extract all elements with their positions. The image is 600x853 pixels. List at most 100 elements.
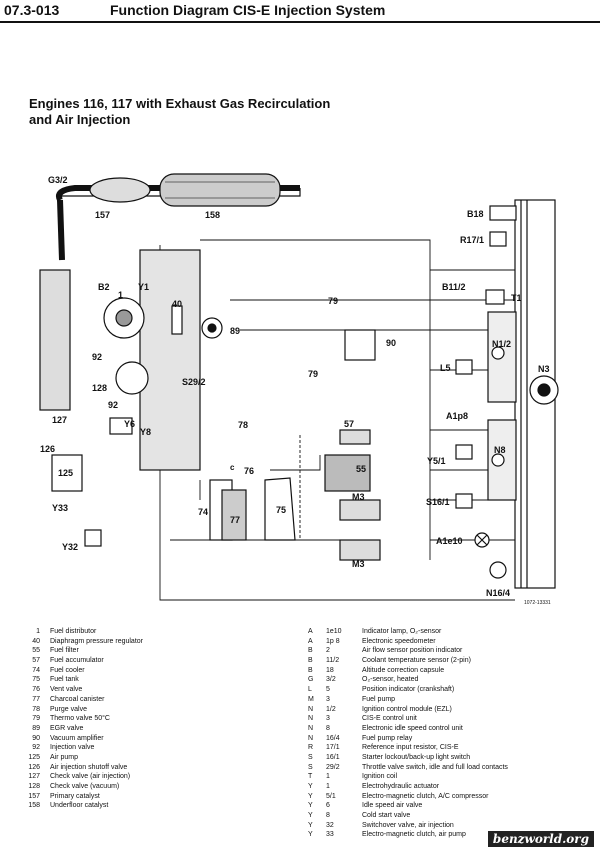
legend-description: Underfloor catalyst <box>50 802 109 810</box>
legend-description: Check valve (air injection) <box>50 773 131 781</box>
legend-number: 78 <box>32 705 40 713</box>
legend-description: Coolant temperature sensor (2-pin) <box>362 657 471 665</box>
legend-letter: S <box>308 763 313 771</box>
legend-description: Electronic idle speed control unit <box>362 724 463 732</box>
label-c: c <box>230 463 235 472</box>
legend-description: Ignition control module (EZL) <box>362 705 452 713</box>
legend-letter: B <box>308 657 313 665</box>
label-g3-2: G3/2 <box>48 175 68 185</box>
label-a1e10: A1e10 <box>436 536 463 546</box>
legend-row: 78 Purge valve <box>4 705 143 715</box>
legend-number: 75 <box>32 676 40 684</box>
legend-letter: B <box>308 647 313 655</box>
legend-number: 158 <box>28 802 40 810</box>
label-m3b: M3 <box>352 559 365 569</box>
legend-number: 57 <box>32 657 40 665</box>
label-74: 74 <box>198 507 208 517</box>
legend-description: Idle speed air valve <box>362 802 423 810</box>
subtitle-line-1: Engines 116, 117 with Exhaust Gas Recirc… <box>29 96 331 111</box>
label-127: 127 <box>52 415 67 425</box>
label-b11-2: B11/2 <box>442 282 466 292</box>
legend-row: 57 Fuel accumulator <box>4 656 143 666</box>
legend-description: Switchover valve, air injection <box>362 821 454 829</box>
legend-letter: S <box>308 753 313 761</box>
legend-letter: N <box>308 715 314 723</box>
legend-code: 8 <box>326 812 330 820</box>
label-55: 55 <box>356 464 366 474</box>
legend-code: 11/2 <box>326 657 340 665</box>
label-158: 158 <box>205 210 220 220</box>
legend-code: 17/1 <box>326 744 340 752</box>
legend-description: Altitude correction capsule <box>362 666 445 674</box>
legend-description: Throttle valve switch, idle and full loa… <box>362 763 508 771</box>
legend-code: 33 <box>326 831 334 839</box>
legend-description: Purge valve <box>50 705 87 713</box>
label-y8: Y8 <box>140 427 151 437</box>
legend-number: 125 <box>28 753 40 761</box>
legend-code: 2 <box>326 647 330 655</box>
legend-code: 5/1 <box>326 792 336 800</box>
legend-description: Electro-magnetic clutch, A/C compressor <box>362 792 489 800</box>
legend-number: 128 <box>28 783 40 790</box>
legend-description: Position indicator (crankshaft) <box>362 686 455 694</box>
legend-code: 29/2 <box>326 763 340 771</box>
legend-number: 79 <box>32 715 40 723</box>
legend-description: O₂-sensor, heated <box>362 676 419 684</box>
label-78: 78 <box>238 420 248 430</box>
label-76: 76 <box>244 466 254 476</box>
label-y1: Y1 <box>138 282 149 292</box>
figure-number: 1072-13331 <box>524 600 551 606</box>
label-y6: Y6 <box>124 419 135 429</box>
legend-code: 18 <box>326 666 334 674</box>
legend-number: 76 <box>32 686 40 694</box>
legend-description: Electronic speedometer <box>362 637 436 645</box>
legend-letter: A <box>308 628 313 635</box>
label-t1: T1 <box>511 293 522 303</box>
legend-number: 89 <box>32 724 40 732</box>
legend-description: Fuel distributor <box>50 628 97 635</box>
label-79a: 79 <box>328 296 338 306</box>
label-92a: 92 <box>92 352 102 362</box>
legend-description: Fuel cooler <box>50 666 85 674</box>
subtitle-line-2: and Air Injection <box>29 112 131 127</box>
legend-number: 55 <box>32 647 40 655</box>
label-b18: B18 <box>467 209 484 219</box>
legend-description: Fuel accumulator <box>50 657 104 665</box>
legend-description: Injection valve <box>50 744 95 752</box>
legend-code: 1 <box>326 773 330 781</box>
label-l5: L5 <box>440 363 451 373</box>
legend-letter: T <box>308 773 313 781</box>
label-89: 89 <box>230 326 240 336</box>
label-57: 57 <box>344 419 354 429</box>
label-n8: N8 <box>494 445 506 455</box>
label-m3a: M3 <box>352 492 365 502</box>
legend-code: 5 <box>326 686 330 694</box>
legend-letter: R <box>308 744 314 752</box>
legend-description: Indicator lamp, O₂-sensor <box>362 628 442 635</box>
legend-number: 74 <box>32 666 40 674</box>
label-40: 40 <box>172 299 182 309</box>
legend-letter: Y <box>308 831 313 839</box>
label-y32: Y32 <box>62 542 78 552</box>
legend-code: 16/1 <box>326 753 340 761</box>
legend-description: Diaphragm pressure regulator <box>50 637 143 645</box>
diagram-labels: G3/2 157 158 B18 R17/1 B2 1 Y1 40 79 89 … <box>40 175 551 606</box>
label-75: 75 <box>276 505 286 515</box>
legend-letter: N <box>308 705 314 713</box>
